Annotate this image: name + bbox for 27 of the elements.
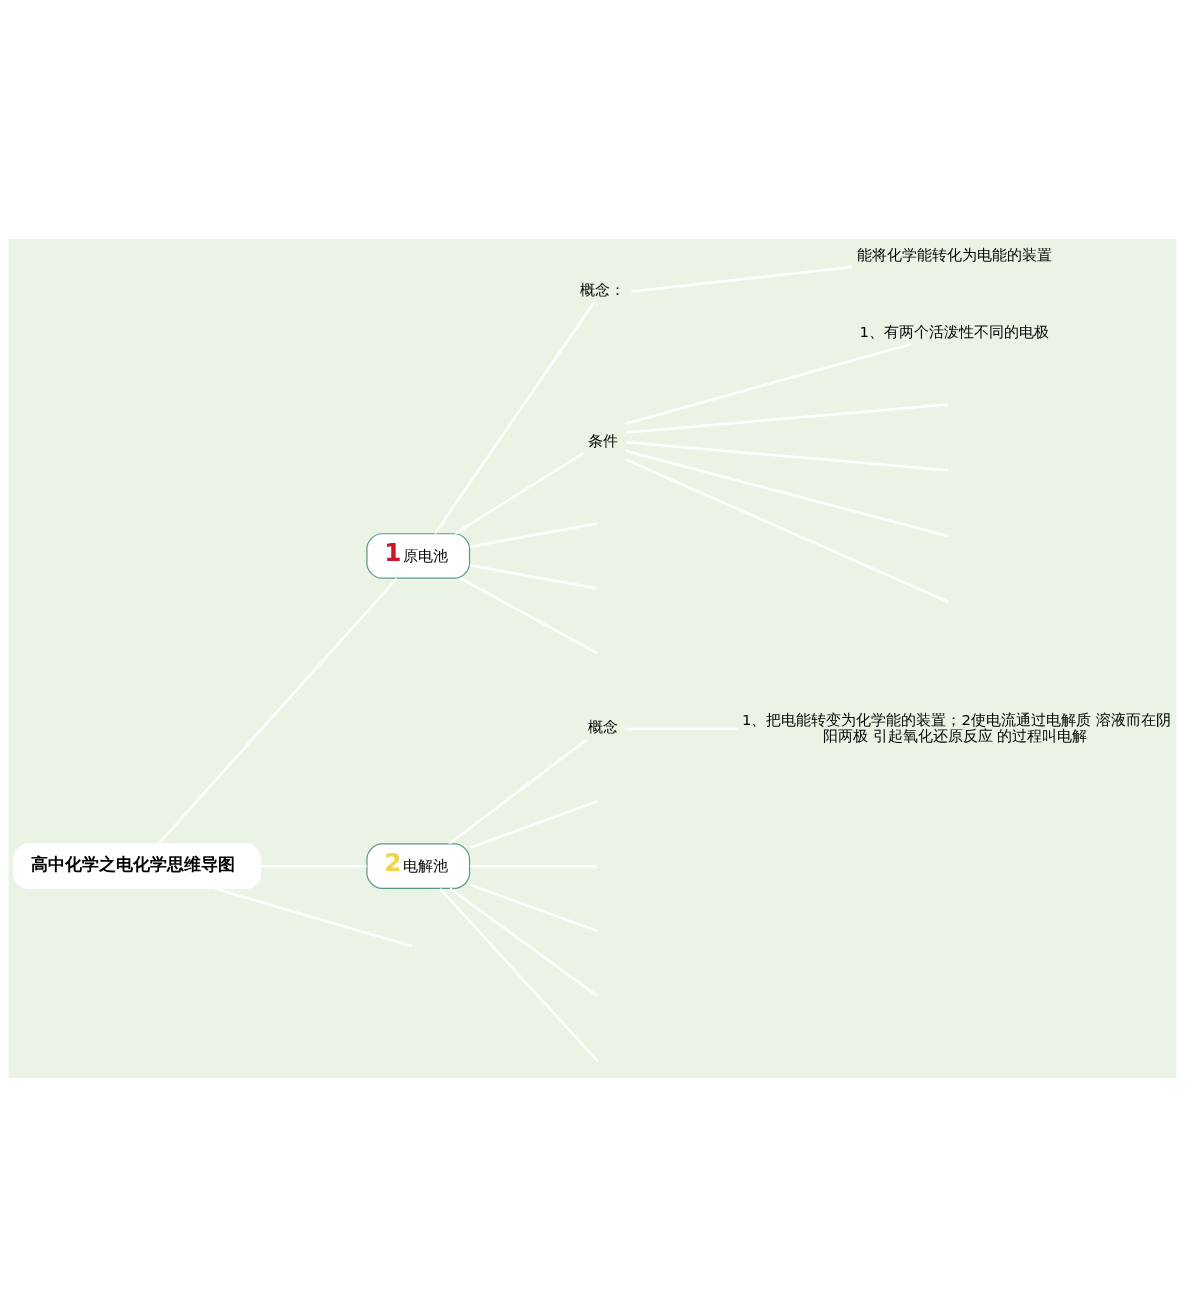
connector [469, 563, 597, 589]
node-box: 高中化学之电化学思维导图 [12, 842, 262, 889]
connector [625, 402, 948, 434]
connector [469, 522, 597, 548]
node-text: 1、把电能转变为化学能的装置；2使电流通过电解质 溶液而在阴阳两极 引起氧化还原反应 的过程叫电解 [742, 710, 1171, 744]
node-text: 能将化学能转化为电能的装置 [856, 245, 1052, 263]
connector [469, 799, 598, 849]
connector [439, 887, 599, 1062]
node-box: 1 原电池 [366, 532, 471, 579]
node-box: 2 电解池 [366, 842, 471, 889]
connector [625, 449, 948, 537]
connector [448, 738, 588, 845]
connector [214, 886, 413, 947]
node-text: 概念： [580, 280, 626, 298]
connector [157, 577, 398, 845]
connector [625, 440, 948, 471]
connector [631, 265, 853, 293]
node-text: 条件 [587, 431, 618, 449]
connector [625, 342, 912, 425]
node-text: 概念 [587, 717, 618, 735]
connector [469, 882, 598, 932]
connector [434, 301, 596, 534]
connector [449, 887, 599, 997]
connector [625, 457, 949, 603]
connector [454, 451, 584, 535]
connector [459, 576, 598, 654]
node-text: 1、有两个活泼性不同的电极 [859, 322, 1049, 340]
